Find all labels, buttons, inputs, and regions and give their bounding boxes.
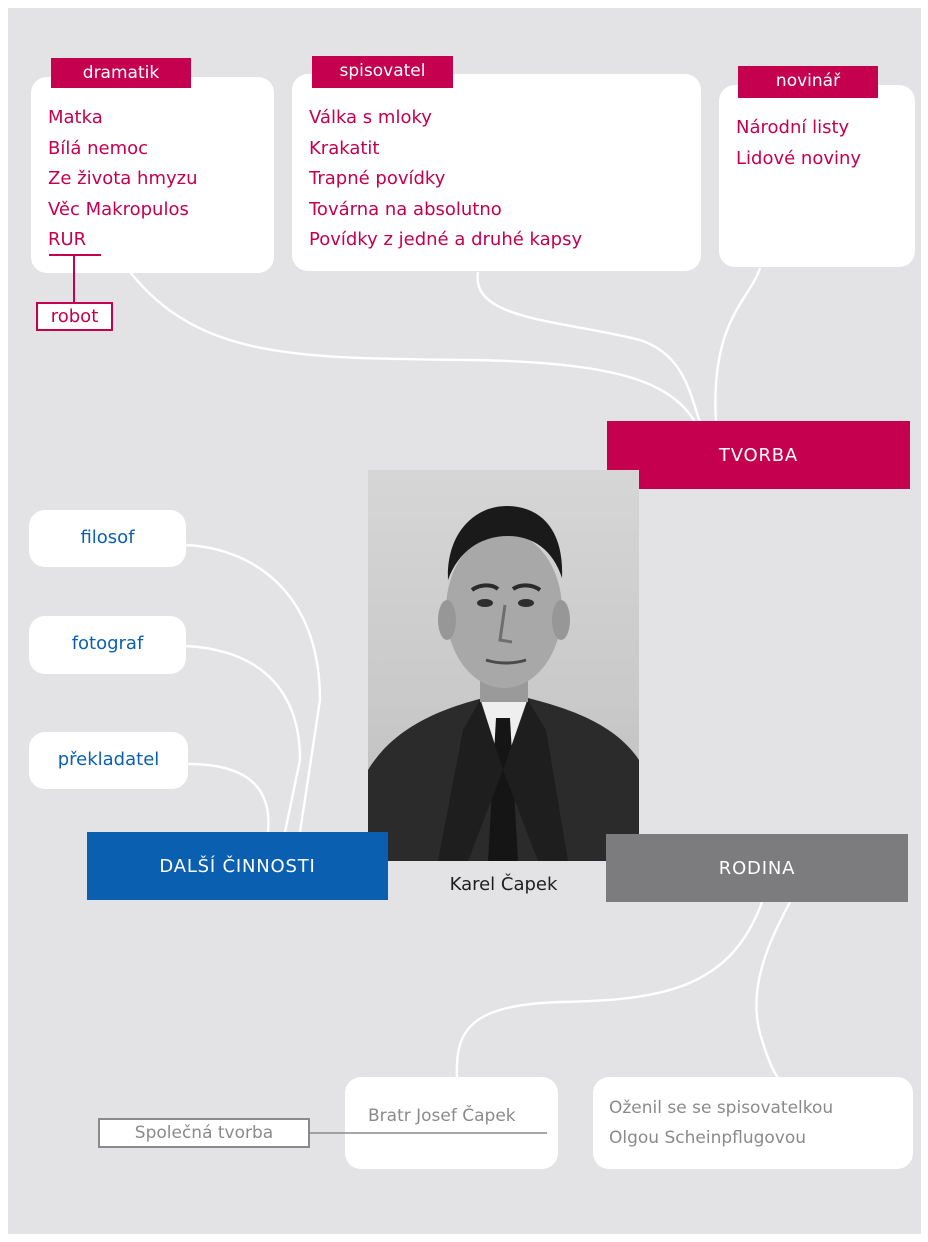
brother-card [345, 1077, 558, 1169]
robot-label: robot [50, 306, 99, 327]
dramatik-card [31, 77, 274, 273]
portrait-figure [368, 505, 639, 861]
filosof-label: filosof [80, 527, 135, 548]
spisovatel-card [292, 74, 701, 271]
rur-robot-connector [49, 254, 101, 303]
connector-prekladatel [187, 762, 270, 833]
connector-novinar [714, 267, 762, 423]
novinar-tag: novinář [738, 66, 878, 98]
dalsi-cinnosti-label: DALŠÍ ČINNOSTI [159, 855, 316, 877]
joint-work-label: Společná tvorba [134, 1123, 274, 1143]
work-item: Věc Makropulos [48, 198, 189, 220]
connector-spisovatel [476, 271, 702, 423]
connector-rodina-brother [455, 901, 764, 1078]
marriage-line: Oženil se se spisovatelkou [609, 1098, 834, 1118]
novinar-card [719, 85, 915, 267]
robot-box: robot [36, 302, 113, 331]
novinar-list: Národní listy Lidové noviny [736, 113, 861, 174]
dramatik-list: Matka Bílá nemoc Ze života hmyzu Věc Mak… [48, 103, 198, 256]
fotograf-label: fotograf [71, 633, 144, 654]
marriage-line: Olgou Scheinpflugovou [609, 1128, 807, 1148]
marriage-text: Oženil se se spisovatelkou Olgou Scheinp… [609, 1093, 833, 1153]
prekladatel-label: překladatel [57, 749, 160, 770]
work-item: RUR [48, 229, 87, 250]
dramatik-tag: dramatik [51, 58, 191, 88]
connector-fotograf [185, 644, 302, 833]
work-item: Trapné povídky [309, 168, 446, 189]
connector-filosof [185, 543, 322, 833]
portrait-caption: Karel Čapek [449, 874, 558, 895]
spisovatel-tag: spisovatel [312, 56, 453, 88]
newspaper-item: Lidové noviny [736, 147, 862, 169]
work-item: Krakatit [309, 137, 380, 159]
connector-dramatik [129, 271, 697, 423]
work-item: Válka s mloky [309, 107, 432, 128]
work-item: Továrna na absolutno [309, 198, 502, 220]
brother-label: Bratr Josef Čapek [368, 1106, 516, 1126]
newspaper-item: Národní listy [736, 117, 850, 138]
filosof-card [29, 510, 186, 567]
tvorba-label: TVORBA [718, 444, 799, 466]
marriage-card [593, 1077, 913, 1169]
prekladatel-card [29, 732, 188, 789]
dalsi-cinnosti-banner: DALŠÍ ČINNOSTI [87, 832, 388, 900]
connector-rodina-marriage [755, 901, 792, 1078]
rodina-banner: RODINA [606, 834, 908, 902]
tvorba-banner: TVORBA [607, 421, 910, 489]
brother-joint-connector [310, 1132, 547, 1134]
work-item: Bílá nemoc [48, 137, 149, 159]
rodina-label: RODINA [718, 857, 796, 879]
work-item: Povídky z jedné a druhé kapsy [309, 229, 583, 250]
spisovatel-list: Válka s mloky Krakatit Trapné povídky To… [309, 103, 582, 256]
work-item: Matka [48, 107, 103, 128]
portrait-photo [368, 470, 639, 861]
joint-work-box: Společná tvorba [98, 1118, 310, 1148]
fotograf-card [29, 616, 186, 674]
work-item: Ze života hmyzu [48, 168, 198, 189]
